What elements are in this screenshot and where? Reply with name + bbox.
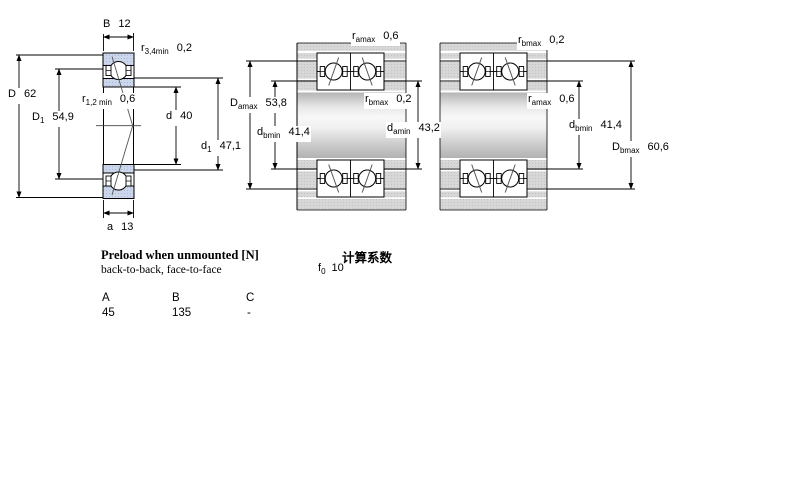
preload-value-A: 45 [102,307,115,319]
preload-col-B: B [172,292,180,304]
preload-subtitle: back-to-back, face-to-face [101,264,222,276]
contact-angle-line [111,124,134,196]
preload-title: Preload when unmounted [N] [101,248,259,262]
preload-col-C: C [246,292,255,304]
preload-col-A: A [102,292,110,304]
contact-angle-line [111,56,134,127]
mounting-arrangement-figure-2 [439,42,635,211]
preload-value-C: - [247,307,251,319]
calc-factors-title: 计算系数 [342,251,393,265]
preload-value-B: 135 [172,307,192,319]
